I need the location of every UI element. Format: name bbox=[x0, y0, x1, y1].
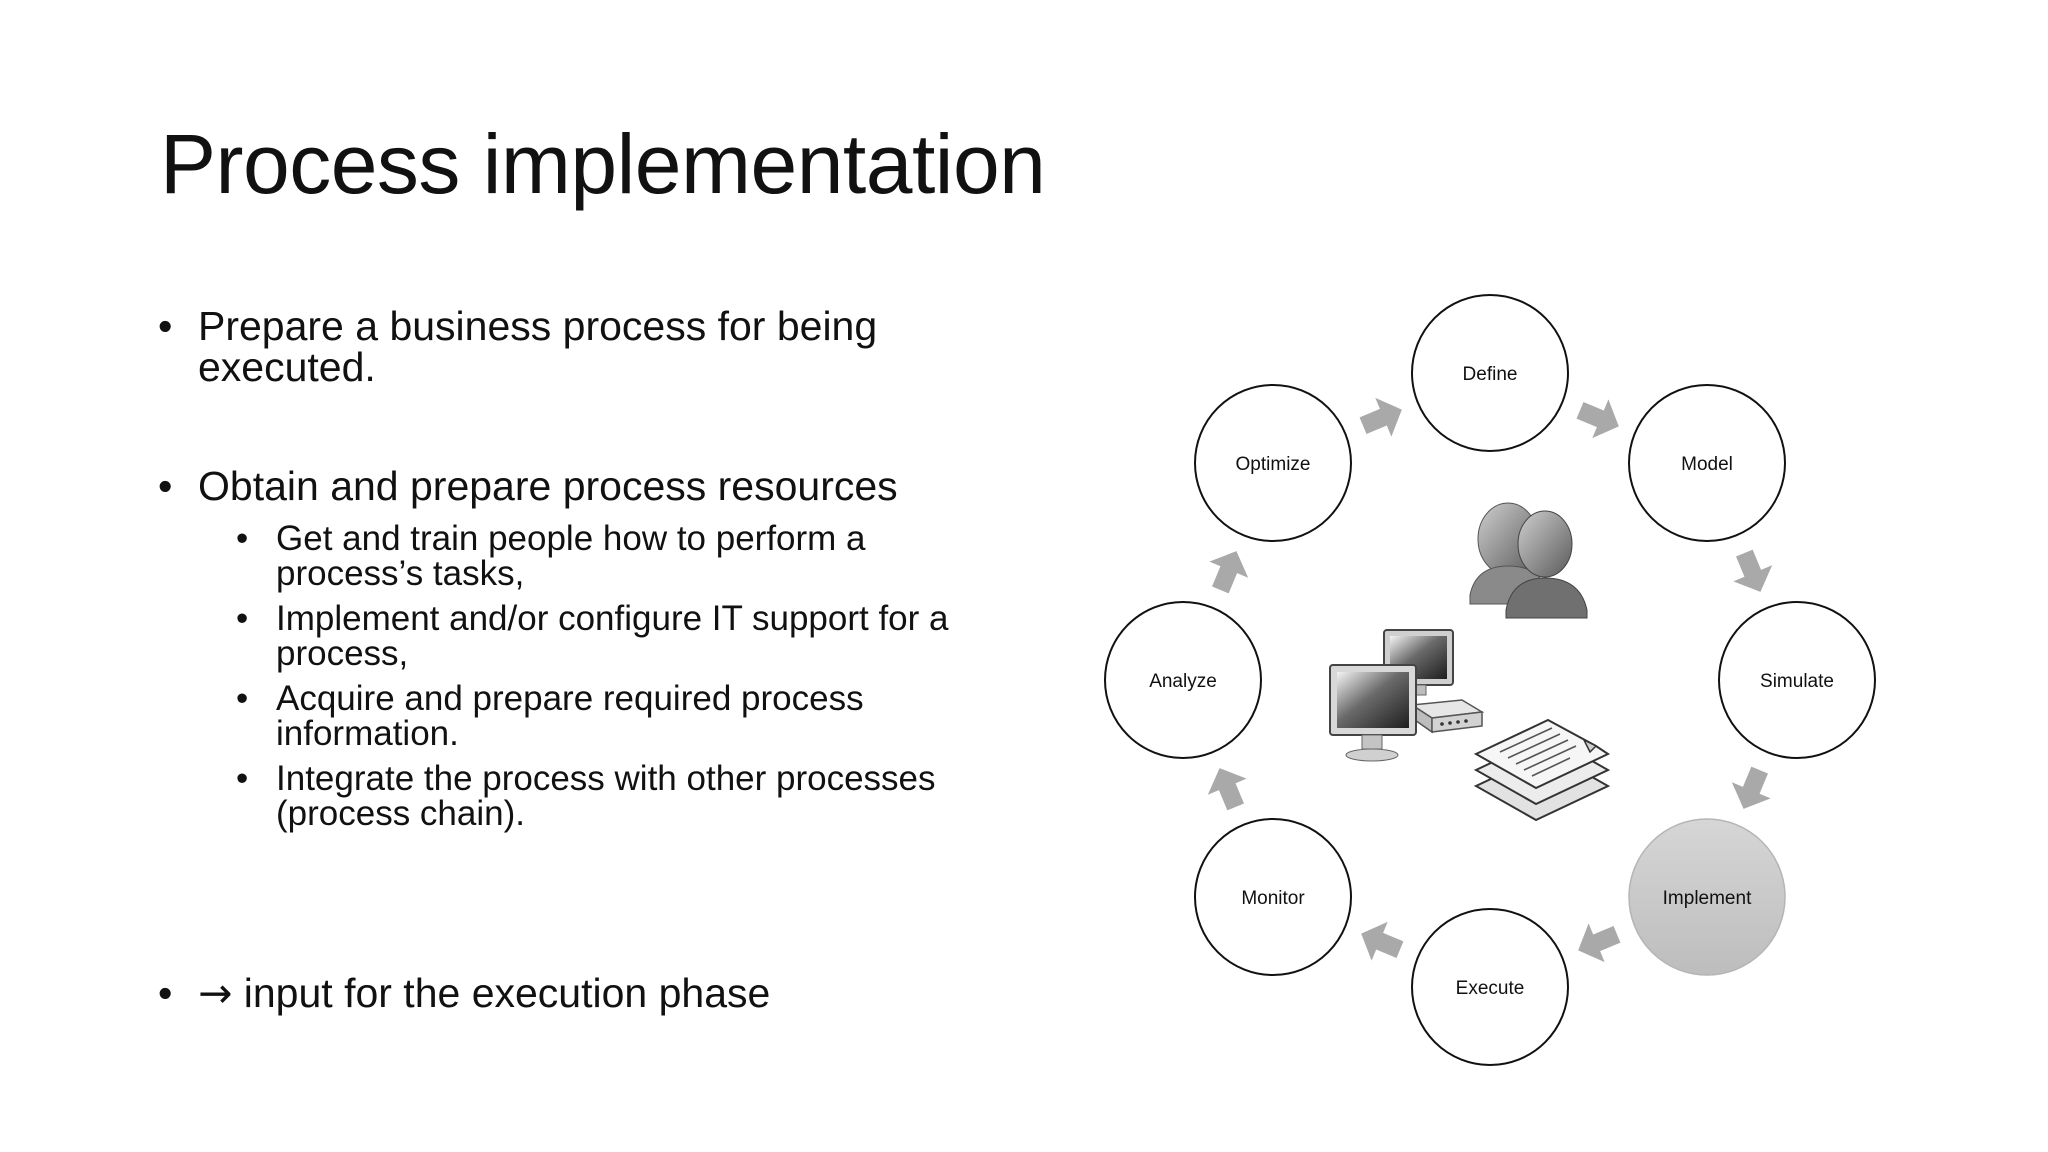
node-circle bbox=[1628, 384, 1786, 542]
bullet-obtain: Obtain and prepare process resources bbox=[158, 463, 1018, 509]
node-implement: Implement bbox=[1628, 818, 1786, 976]
node-label: Simulate bbox=[1760, 671, 1834, 692]
flow-arrow-icon bbox=[1731, 766, 1771, 809]
right-arrow-icon: → bbox=[198, 969, 233, 1017]
bullet-list: Prepare a business process for being exe… bbox=[158, 306, 1018, 1016]
node-label: Implement bbox=[1663, 888, 1752, 909]
flow-arrow-icon bbox=[1733, 549, 1773, 592]
flow-arrow-icon bbox=[1209, 551, 1249, 594]
bullet-input: → input for the execution phase bbox=[158, 970, 1018, 1016]
node-circle bbox=[1718, 601, 1876, 759]
node-define: Define bbox=[1411, 294, 1569, 452]
node-label: Execute bbox=[1456, 978, 1525, 999]
bullet-prepare-text: Prepare a business process for being exe… bbox=[198, 303, 878, 390]
people-icon bbox=[1469, 502, 1588, 619]
flow-arrow-icon bbox=[1207, 768, 1247, 811]
documents-icon bbox=[1473, 718, 1611, 822]
node-label: Define bbox=[1463, 364, 1518, 385]
node-circle bbox=[1411, 294, 1569, 452]
bullet-obtain-text: Obtain and prepare process resources bbox=[198, 463, 898, 509]
sub-bullet-it-support: Implement and/or configure IT support fo… bbox=[236, 601, 1018, 671]
flow-arrow-icon bbox=[1578, 923, 1621, 963]
node-monitor: Monitor bbox=[1194, 818, 1352, 976]
node-circle bbox=[1194, 818, 1352, 976]
flow-arrow-icon bbox=[1361, 921, 1404, 961]
flow-arrow-icon bbox=[1576, 399, 1619, 439]
node-circle bbox=[1628, 818, 1786, 976]
node-execute: Execute bbox=[1411, 908, 1569, 1066]
node-label: Model bbox=[1681, 454, 1733, 475]
bullet-input-text: input for the execution phase bbox=[243, 970, 771, 1016]
node-simulate: Simulate bbox=[1718, 601, 1876, 759]
node-analyze: Analyze bbox=[1104, 601, 1262, 759]
node-circle bbox=[1411, 908, 1569, 1066]
node-circle bbox=[1104, 601, 1262, 759]
node-model: Model bbox=[1628, 384, 1786, 542]
bullet-prepare: Prepare a business process for being exe… bbox=[158, 306, 1018, 388]
sub-bullet-information: Acquire and prepare required process inf… bbox=[236, 681, 1018, 751]
node-circle bbox=[1194, 384, 1352, 542]
node-label: Monitor bbox=[1241, 888, 1305, 909]
node-optimize: Optimize bbox=[1194, 384, 1352, 542]
sub-bullet-people: Get and train people how to perform a pr… bbox=[236, 521, 1018, 591]
flow-arrow-icon bbox=[1359, 397, 1402, 437]
slide-title: Process implementation bbox=[160, 117, 1046, 211]
node-label: Optimize bbox=[1236, 454, 1311, 475]
sub-bullet-list: Get and train people how to perform a pr… bbox=[236, 521, 1018, 831]
sub-bullet-integrate: Integrate the process with other process… bbox=[236, 761, 1018, 831]
flow-arrows bbox=[1207, 397, 1773, 963]
computers-icon bbox=[1329, 629, 1485, 762]
node-label: Analyze bbox=[1149, 671, 1217, 692]
